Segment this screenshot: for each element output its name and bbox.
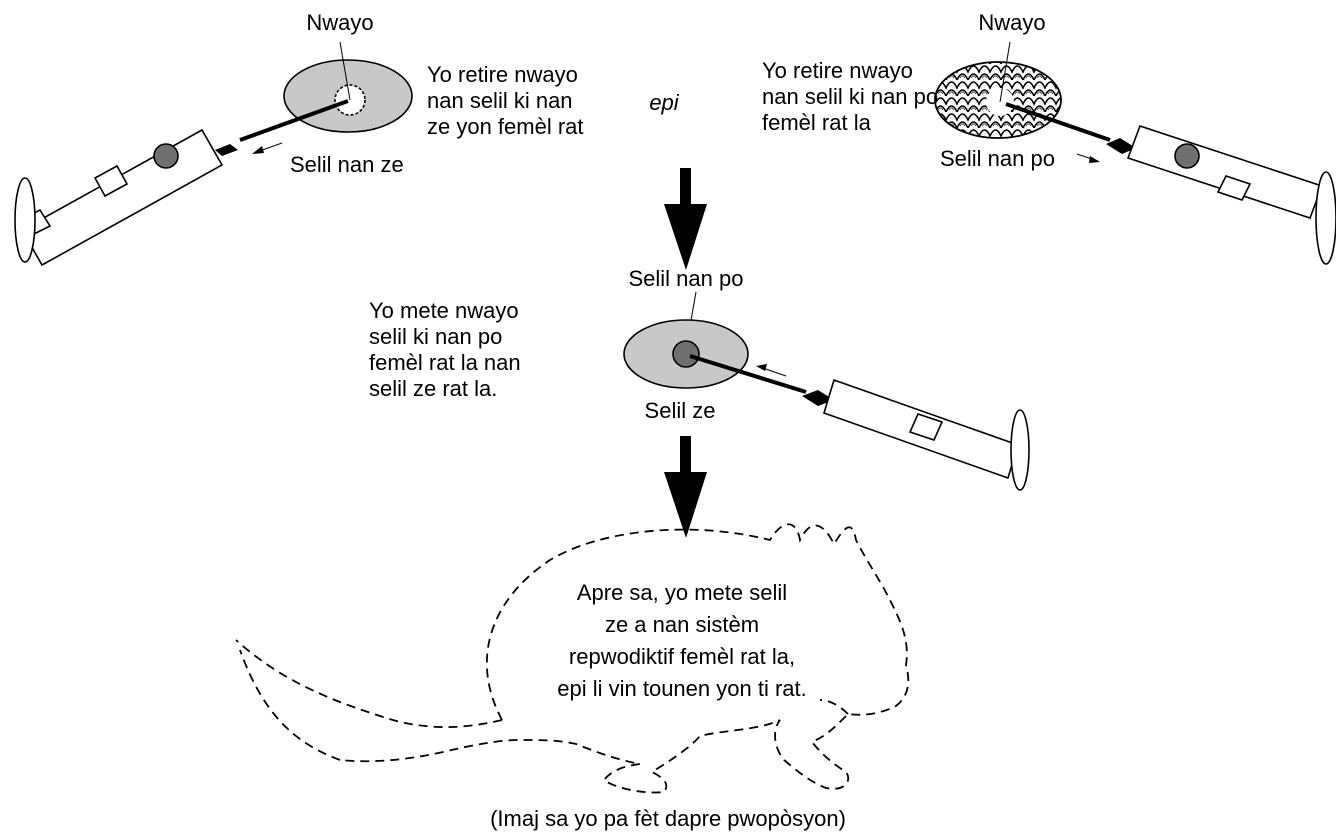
right-description-line: nan selil ki nan po	[762, 84, 938, 109]
syringe-left	[15, 101, 348, 265]
mouse-description: Apre sa, yo mete selil ze a nan sistèm r…	[557, 580, 806, 701]
cell-label-middle: Selil ze	[645, 398, 716, 423]
middle-description-line: selil ki nan po	[369, 324, 502, 349]
right-description-line: Yo retire nwayo	[762, 58, 913, 83]
right-description-line: femèl rat la	[762, 110, 872, 135]
left-description: Yo retire nwayo nan selil ki nan ze yon …	[427, 62, 584, 139]
cell-label-right: Selil nan po	[940, 146, 1055, 171]
middle-description-line: femèl rat la nan	[369, 350, 521, 375]
cell-label-left: Selil nan ze	[290, 152, 404, 177]
mouse-description-line: repwodiktif femèl rat la,	[569, 644, 795, 669]
middle-top-label: Selil nan po	[629, 266, 744, 291]
nucleus-label-left: Nwayo	[306, 10, 373, 35]
syringe-right	[1006, 104, 1336, 264]
down-arrow-1	[664, 168, 707, 270]
syringe-middle	[690, 356, 1029, 490]
egg-cell-middle	[624, 320, 748, 388]
mouse-description-line: ze a nan sistèm	[605, 612, 759, 637]
right-description: Yo retire nwayo nan selil ki nan po femè…	[762, 58, 938, 135]
nucleus-label-right: Nwayo	[978, 10, 1045, 35]
left-description-line: Yo retire nwayo	[427, 62, 578, 87]
middle-description: Yo mete nwayo selil ki nan po femèl rat …	[369, 298, 521, 401]
left-description-line: nan selil ki nan	[427, 88, 573, 113]
middle-description-line: selil ze rat la.	[369, 376, 497, 401]
middle-description-line: Yo mete nwayo	[369, 298, 519, 323]
caption: (Imaj sa yo pa fèt dapre pwopòsyon)	[490, 806, 846, 831]
skin-cell-right	[935, 42, 1061, 138]
connector-word: epi	[649, 90, 679, 115]
mouse-description-line: Apre sa, yo mete selil	[577, 580, 787, 605]
left-description-line: ze yon femèl rat	[427, 114, 584, 139]
down-arrow-2	[664, 436, 707, 538]
mouse-description-line: epi li vin tounen yon ti rat.	[557, 676, 806, 701]
